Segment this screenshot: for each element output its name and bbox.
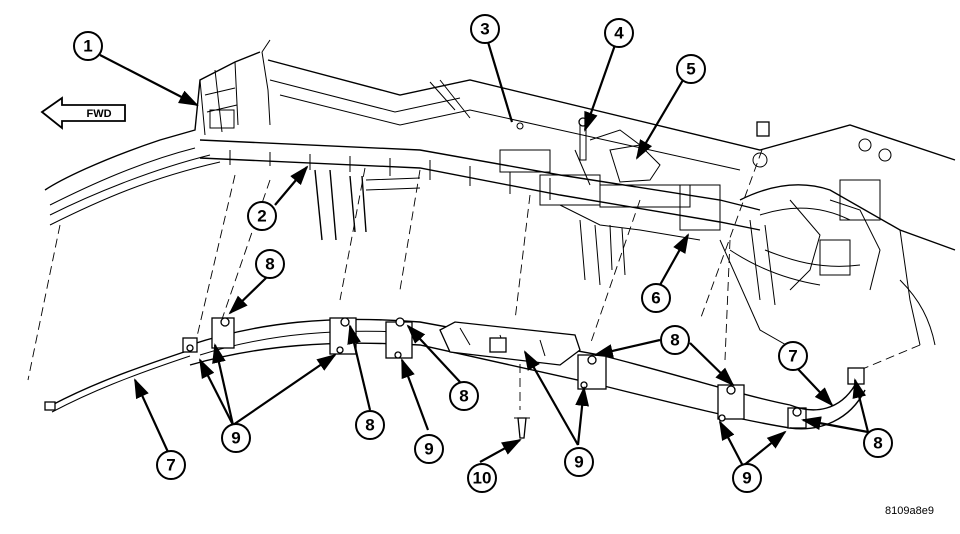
vehicle-roof-rail-structure — [44, 39, 956, 351]
leader-lines — [99, 41, 870, 467]
callout-9-b: 9 — [414, 434, 444, 464]
callout-9-c: 9 — [564, 447, 594, 477]
callout-8-d: 8 — [660, 325, 690, 355]
callout-8-f: 8 — [863, 428, 893, 458]
fwd-label: FWD — [86, 108, 111, 120]
callout-5: 5 — [676, 54, 706, 84]
callout-10: 10 — [467, 463, 497, 493]
callout-4: 4 — [604, 18, 634, 48]
svg-text:6: 6 — [651, 289, 660, 308]
svg-text:9: 9 — [231, 429, 240, 448]
callout-2: 2 — [247, 201, 277, 231]
svg-text:8: 8 — [265, 255, 274, 274]
svg-text:9: 9 — [424, 440, 433, 459]
callout-9-a: 9 — [221, 423, 251, 453]
svg-text:8: 8 — [365, 416, 374, 435]
callout-6: 6 — [641, 283, 671, 313]
callout-7-left: 7 — [156, 450, 186, 480]
svg-text:8: 8 — [873, 434, 882, 453]
alignment-dashed-lines — [27, 149, 921, 410]
svg-text:8: 8 — [670, 331, 679, 350]
callouts: 1 2 3 4 5 6 7 7 8 8 8 8 8 8 9 9 9 9 9 10 — [73, 14, 893, 493]
svg-text:9: 9 — [742, 469, 751, 488]
svg-text:9: 9 — [574, 453, 583, 472]
callout-9-d: 9 — [732, 463, 762, 493]
callout-7-right: 7 — [778, 341, 808, 371]
callout-3: 3 — [470, 14, 500, 44]
forward-direction-arrow: FWD — [40, 96, 126, 130]
svg-text:1: 1 — [83, 37, 92, 56]
callout-8-b: 8 — [355, 410, 385, 440]
callout-1: 1 — [73, 31, 103, 61]
svg-text:7: 7 — [166, 456, 175, 475]
svg-text:7: 7 — [788, 347, 797, 366]
callout-8-a: 8 — [255, 249, 285, 279]
svg-text:5: 5 — [686, 60, 695, 79]
callout-8-c: 8 — [449, 381, 479, 411]
svg-text:8: 8 — [459, 387, 468, 406]
svg-text:4: 4 — [614, 24, 624, 43]
svg-text:10: 10 — [473, 469, 492, 488]
svg-text:2: 2 — [257, 207, 266, 226]
figure-reference-code: 8109a8e9 — [885, 505, 934, 517]
svg-text:3: 3 — [480, 20, 489, 39]
